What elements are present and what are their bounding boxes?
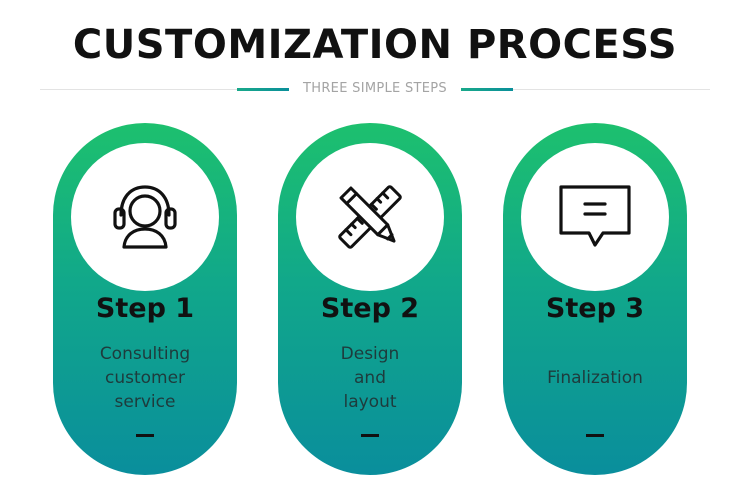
icon-circle — [296, 143, 444, 291]
accent-bar-right — [460, 87, 513, 91]
icon-circle — [521, 143, 669, 291]
dash-marker — [136, 434, 154, 437]
dash-marker — [586, 434, 604, 437]
step-card-3: Step 3 Finalization — [503, 123, 687, 475]
message-icon — [559, 185, 631, 247]
dash-marker — [361, 434, 379, 437]
subtitle: THREE SIMPLE STEPS — [289, 79, 461, 99]
step-description: Finalization — [547, 368, 643, 388]
icon-circle — [71, 143, 219, 291]
step-description: Design and layout — [340, 344, 400, 412]
step-title: Step 3 — [545, 293, 645, 324]
step-description: Consulting customer service — [99, 344, 191, 412]
headset-icon — [113, 185, 177, 249]
step-card-1: Step 1 Consulting customer service — [53, 123, 237, 475]
subtitle-row: THREE SIMPLE STEPS — [0, 79, 750, 99]
page-title: CUSTOMIZATION PROCESS — [72, 22, 678, 68]
step-title: Step 1 — [95, 293, 195, 324]
step-card-2: Step 2 Design and layout — [278, 123, 462, 475]
accent-bar-left — [237, 87, 290, 91]
step-title: Step 2 — [320, 293, 420, 324]
pencil-ruler-icon — [338, 185, 402, 249]
